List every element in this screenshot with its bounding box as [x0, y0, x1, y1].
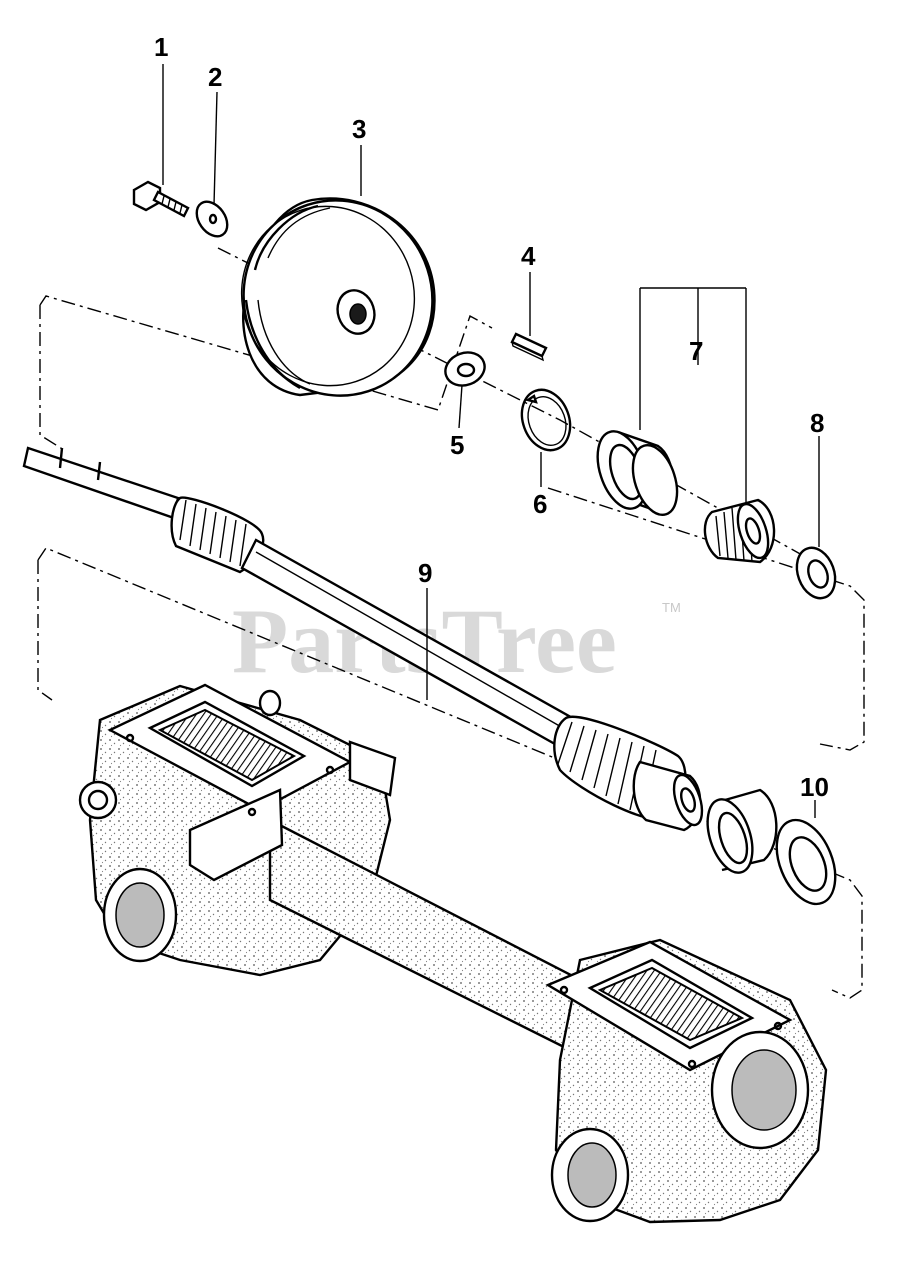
housing-group-boundary	[37, 547, 863, 999]
callout-2: 2	[208, 62, 222, 92]
part-10-bearing-cup	[706, 788, 778, 874]
part-4-key	[510, 332, 548, 362]
part-5-washer	[444, 351, 486, 387]
callout-3: 3	[352, 114, 366, 144]
gear-housing	[78, 683, 828, 1224]
callout-4: 4	[521, 241, 536, 271]
callout-5: 5	[450, 430, 464, 460]
part-3-pulley	[240, 197, 436, 397]
callout-6: 6	[533, 489, 547, 519]
part-10-washer	[775, 818, 837, 906]
callout-1: 1	[154, 32, 168, 62]
part-9-worm-shaft	[22, 446, 704, 832]
part-7-bearing	[596, 430, 776, 564]
part-8-washer	[795, 546, 837, 600]
callout-10: 10	[800, 772, 829, 802]
part-6-snap-ring	[520, 388, 572, 452]
part-2-washer	[195, 200, 229, 238]
callout-9: 9	[418, 558, 432, 588]
leader-lines	[162, 64, 820, 818]
callout-7: 7	[689, 336, 703, 366]
watermark-trademark: TM	[662, 600, 681, 615]
callout-8: 8	[810, 408, 824, 438]
part-1-bolt	[132, 180, 190, 218]
